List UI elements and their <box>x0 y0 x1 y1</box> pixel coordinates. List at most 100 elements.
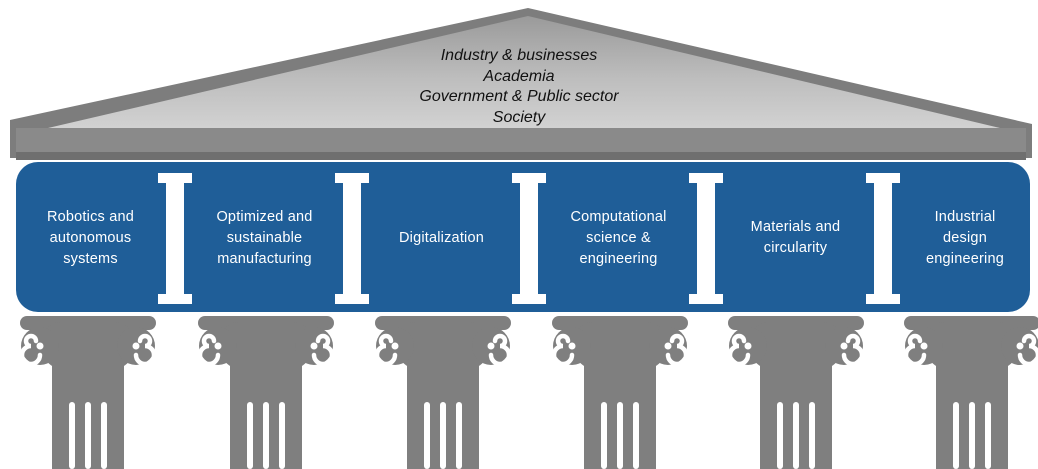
separator-5 <box>866 173 900 304</box>
roof-line-industry: Industry & businesses <box>440 47 598 64</box>
volute-scroll <box>903 327 943 367</box>
volute-spiral <box>665 333 689 367</box>
volute-scroll <box>551 327 591 367</box>
column-2 <box>197 316 335 469</box>
column-flute <box>247 402 253 469</box>
pillar-computational: Computational science & engineering <box>546 166 691 310</box>
volute-eye <box>487 342 495 350</box>
column-flute <box>809 402 815 469</box>
capital-body <box>576 322 664 368</box>
separator-2 <box>335 173 369 304</box>
column-flute <box>953 402 959 469</box>
column-neck <box>936 364 1008 376</box>
volute-eye <box>132 342 140 350</box>
pillar-robotics: Robotics and autonomous systems <box>18 166 163 310</box>
pillar-label: Computational science & engineering <box>570 208 667 267</box>
roof <box>10 8 1032 160</box>
volute-eye <box>840 342 848 350</box>
roof-cornice <box>16 128 1026 152</box>
volute-eye <box>568 342 576 350</box>
separator-4 <box>689 173 723 304</box>
volute-spiral <box>197 333 221 367</box>
column-flute <box>633 402 639 469</box>
volute-eye <box>214 342 222 350</box>
beam-separators <box>158 173 900 304</box>
capital-body <box>399 322 487 368</box>
pillar-label: Robotics and autonomous systems <box>46 208 135 267</box>
column-flute <box>101 402 107 469</box>
column-3 <box>374 316 512 469</box>
volute-scroll <box>825 327 865 367</box>
column-neck <box>230 364 302 376</box>
column-5 <box>727 316 865 469</box>
pillar-label: Materials and circularity <box>750 219 841 256</box>
volute-spiral <box>374 333 398 367</box>
capital-body <box>928 322 1016 368</box>
volute-scroll <box>374 327 414 367</box>
column-neck <box>760 364 832 376</box>
volute-scroll <box>19 327 59 367</box>
volute-eye <box>310 342 318 350</box>
volute-scroll <box>295 327 335 367</box>
roof-base <box>16 152 1026 160</box>
column-flute <box>969 402 975 469</box>
column-flute <box>85 402 91 469</box>
pillar-industrial-design: Industrial design engineering <box>900 166 1030 310</box>
volute-eye <box>36 342 44 350</box>
column-flute <box>777 402 783 469</box>
column-flute <box>793 402 799 469</box>
pillar-label: Optimized and sustainable manufacturing <box>216 208 313 267</box>
column-flute <box>440 402 446 469</box>
volute-scroll <box>197 327 237 367</box>
capital-body <box>222 322 310 368</box>
column-6 <box>903 316 1038 469</box>
volute-spiral <box>903 333 927 367</box>
roof-line-government: Government & Public sector <box>419 88 619 105</box>
column-flute <box>69 402 75 469</box>
column-1 <box>19 316 157 469</box>
volute-spiral <box>841 333 865 367</box>
volute-spiral <box>727 333 751 367</box>
capital-body <box>752 322 840 368</box>
volute-spiral <box>19 333 43 367</box>
column-flute <box>985 402 991 469</box>
roof-line-society: Society <box>492 108 546 126</box>
column-flute <box>601 402 607 469</box>
volute-eye <box>920 342 928 350</box>
pillar-manufacturing: Optimized and sustainable manufacturing <box>192 166 337 310</box>
volute-eye <box>744 342 752 350</box>
volute-spiral <box>311 333 335 367</box>
roof-line-academia: Academia <box>483 67 555 85</box>
columns <box>19 316 1038 469</box>
roof-text: Industry & businesses Academia Governmen… <box>319 46 719 128</box>
column-neck <box>584 364 656 376</box>
column-flute <box>617 402 623 469</box>
separator-1 <box>158 173 192 304</box>
volute-scroll <box>649 327 689 367</box>
pillar-label: Digitalization <box>398 229 484 246</box>
volute-eye <box>391 342 399 350</box>
volute-eye <box>1016 342 1024 350</box>
volute-eye <box>664 342 672 350</box>
pillar-label: Industrial design engineering <box>926 208 1004 267</box>
roof-inner <box>48 16 1000 128</box>
volute-spiral <box>551 333 575 367</box>
volute-scroll <box>727 327 767 367</box>
pillar-digitalization: Digitalization <box>369 166 514 310</box>
column-flute <box>279 402 285 469</box>
volute-scroll <box>1001 327 1038 367</box>
column-flute <box>424 402 430 469</box>
column-flute <box>456 402 462 469</box>
volute-spiral <box>133 333 157 367</box>
column-neck <box>407 364 479 376</box>
volute-scroll <box>472 327 512 367</box>
column-4 <box>551 316 689 469</box>
column-flute <box>263 402 269 469</box>
capital-body <box>44 322 132 368</box>
column-neck <box>52 364 124 376</box>
volute-scroll <box>117 327 157 367</box>
volute-spiral <box>488 333 512 367</box>
volute-spiral <box>1017 333 1038 367</box>
separator-3 <box>512 173 546 304</box>
